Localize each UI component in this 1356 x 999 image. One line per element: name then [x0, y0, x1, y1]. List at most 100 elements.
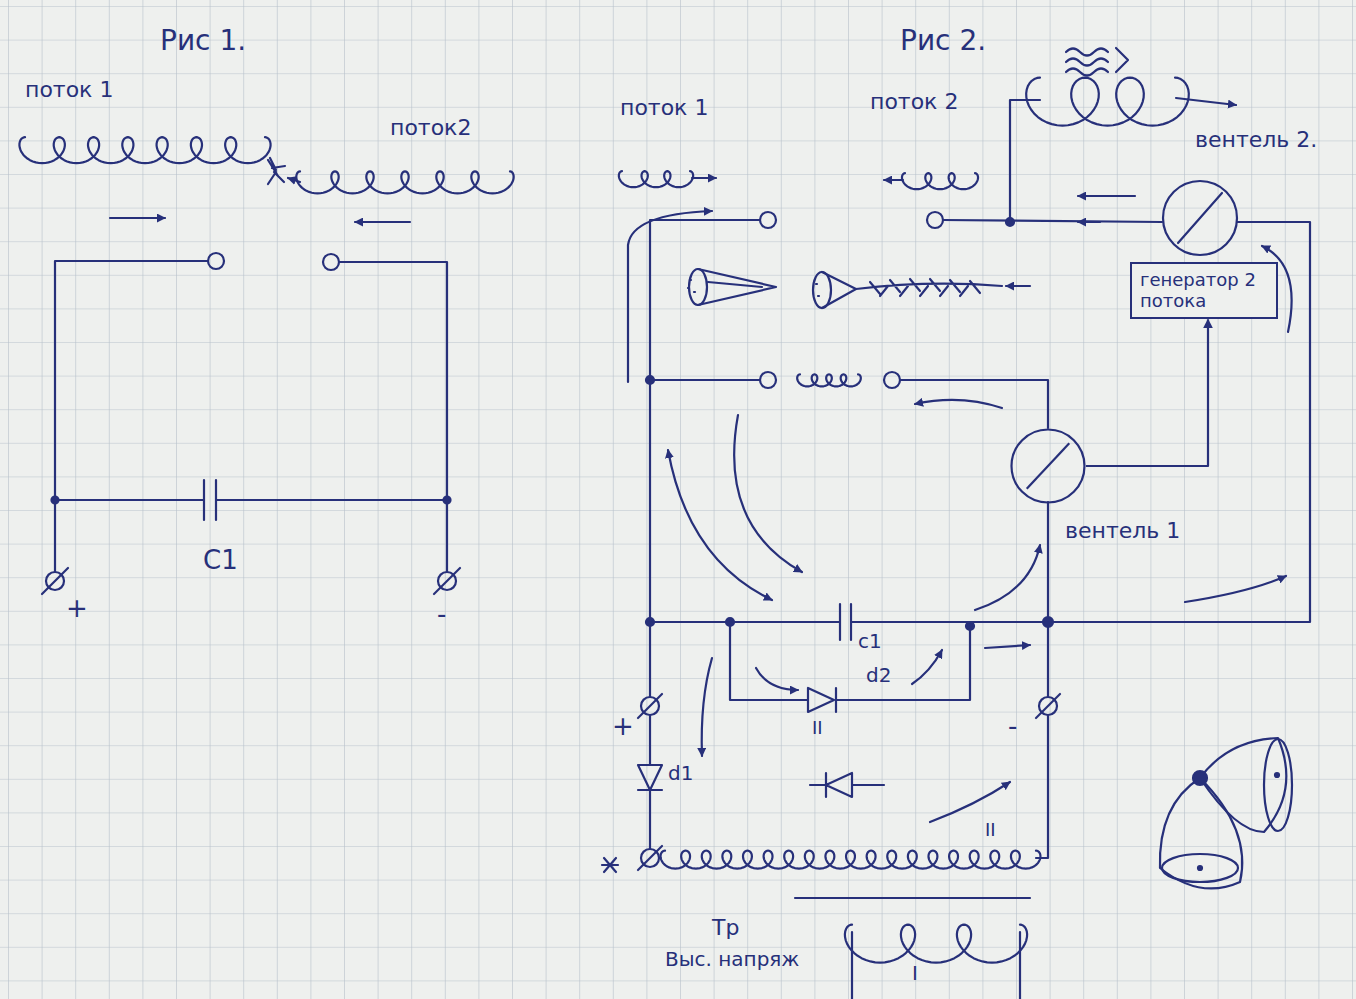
wire [1048, 222, 1310, 622]
coil-symbol [845, 925, 1027, 963]
flow-label: поток 2 [870, 90, 958, 114]
eye-figure [1200, 738, 1286, 832]
flow-arrow [1185, 576, 1286, 602]
diode-symbol [638, 715, 662, 849]
flow-arrow [912, 650, 942, 684]
eye-figure [1264, 739, 1292, 831]
cone [698, 269, 776, 305]
terminal [927, 212, 943, 228]
terminal-slash [638, 846, 662, 870]
eye-figure [1162, 854, 1238, 882]
flow-arrow [915, 400, 1002, 408]
star-mark [602, 858, 618, 872]
flow-arrow [884, 179, 903, 181]
flow-arrow [756, 668, 798, 690]
cone-dots [688, 280, 695, 292]
cone [813, 272, 831, 308]
wire [852, 932, 1020, 999]
diode-symbol [810, 773, 884, 797]
terminal [323, 254, 339, 270]
flow-arrow [702, 658, 712, 756]
wire [1036, 715, 1048, 858]
flow-label: поток2 [390, 116, 471, 140]
transformer-label: Выс. напряж [665, 948, 799, 970]
eye-figure [1198, 866, 1202, 870]
generator-box: генератор 2 потока [1130, 262, 1278, 319]
flow-label: поток 1 [620, 96, 708, 120]
coil-symbol [1026, 78, 1189, 126]
eye-figure [1160, 778, 1242, 888]
wire [943, 220, 1162, 222]
flow-arrow [1086, 319, 1208, 466]
terminal [760, 372, 776, 388]
winding-number: II [985, 820, 996, 840]
terminal-slash [42, 568, 68, 594]
coil-symbols [19, 78, 1188, 963]
polarity-sign: + [612, 712, 634, 741]
terminal [208, 253, 224, 269]
terminal [884, 372, 900, 388]
diode-symbol [808, 688, 836, 712]
box-text: генератор 2 потока [1140, 270, 1268, 311]
terminal-slash [434, 568, 460, 594]
valve-label: вентель 1 [1065, 518, 1180, 543]
capacitor-label: C1 [203, 546, 238, 575]
valve-outline [1010, 428, 1086, 504]
transformer-label: Тр [712, 916, 739, 940]
flow-arrow [668, 450, 772, 600]
wire [730, 622, 970, 700]
winding-number: I [912, 962, 918, 984]
diode-label: d1 [668, 762, 693, 784]
capacitor-symbol [204, 480, 216, 520]
valve-circle: вентель 1 [1010, 428, 1086, 504]
wire [339, 262, 447, 572]
fig2-circuit [602, 48, 1310, 999]
direction-arrow [1078, 221, 1100, 223]
direction-arrow [110, 217, 165, 219]
capacitor-label: c1 [858, 630, 882, 652]
junction-dot [52, 497, 59, 504]
coil-symbol [19, 137, 270, 163]
flame-streaks [856, 279, 1002, 296]
eye-figure [1193, 771, 1207, 785]
winding-number: II [812, 718, 823, 738]
figure-label: Рис 1. [160, 26, 246, 57]
wire [55, 499, 447, 501]
flow-arrow [1176, 98, 1236, 105]
transformer-core [795, 897, 1030, 899]
spark [268, 158, 285, 184]
capacitor-symbol [840, 604, 851, 640]
polarity-sign: - [1008, 712, 1017, 741]
coil-symbol [797, 374, 861, 386]
polarity-sign: + [66, 594, 88, 623]
coil-symbol [661, 851, 1041, 869]
direction-arrow [985, 645, 1030, 648]
flow-arrow [975, 545, 1040, 610]
diode-label: d2 [866, 664, 891, 686]
fig1-circuit [42, 158, 460, 594]
wire [55, 261, 208, 572]
junction-dot [1043, 617, 1053, 627]
direction-arrow [1006, 285, 1030, 287]
junction-dot [444, 497, 451, 504]
valve-slash [1027, 443, 1070, 489]
figure-label: Рис 2. [900, 26, 986, 57]
valve-2-symbol [1163, 181, 1237, 255]
flow-arrow [692, 177, 716, 179]
valve-label: вентель 2. [1195, 128, 1317, 152]
wire [900, 380, 1048, 428]
coil-symbol [296, 171, 513, 193]
ink-drawing [19, 48, 1310, 999]
polarity-sign: - [437, 600, 446, 629]
flow-arrow [628, 211, 712, 382]
valve-slash [1178, 193, 1222, 243]
wire [1010, 100, 1040, 222]
heat-symbol [1066, 48, 1128, 76]
coil-symbol [619, 171, 693, 187]
direction-arrow [1078, 195, 1135, 197]
